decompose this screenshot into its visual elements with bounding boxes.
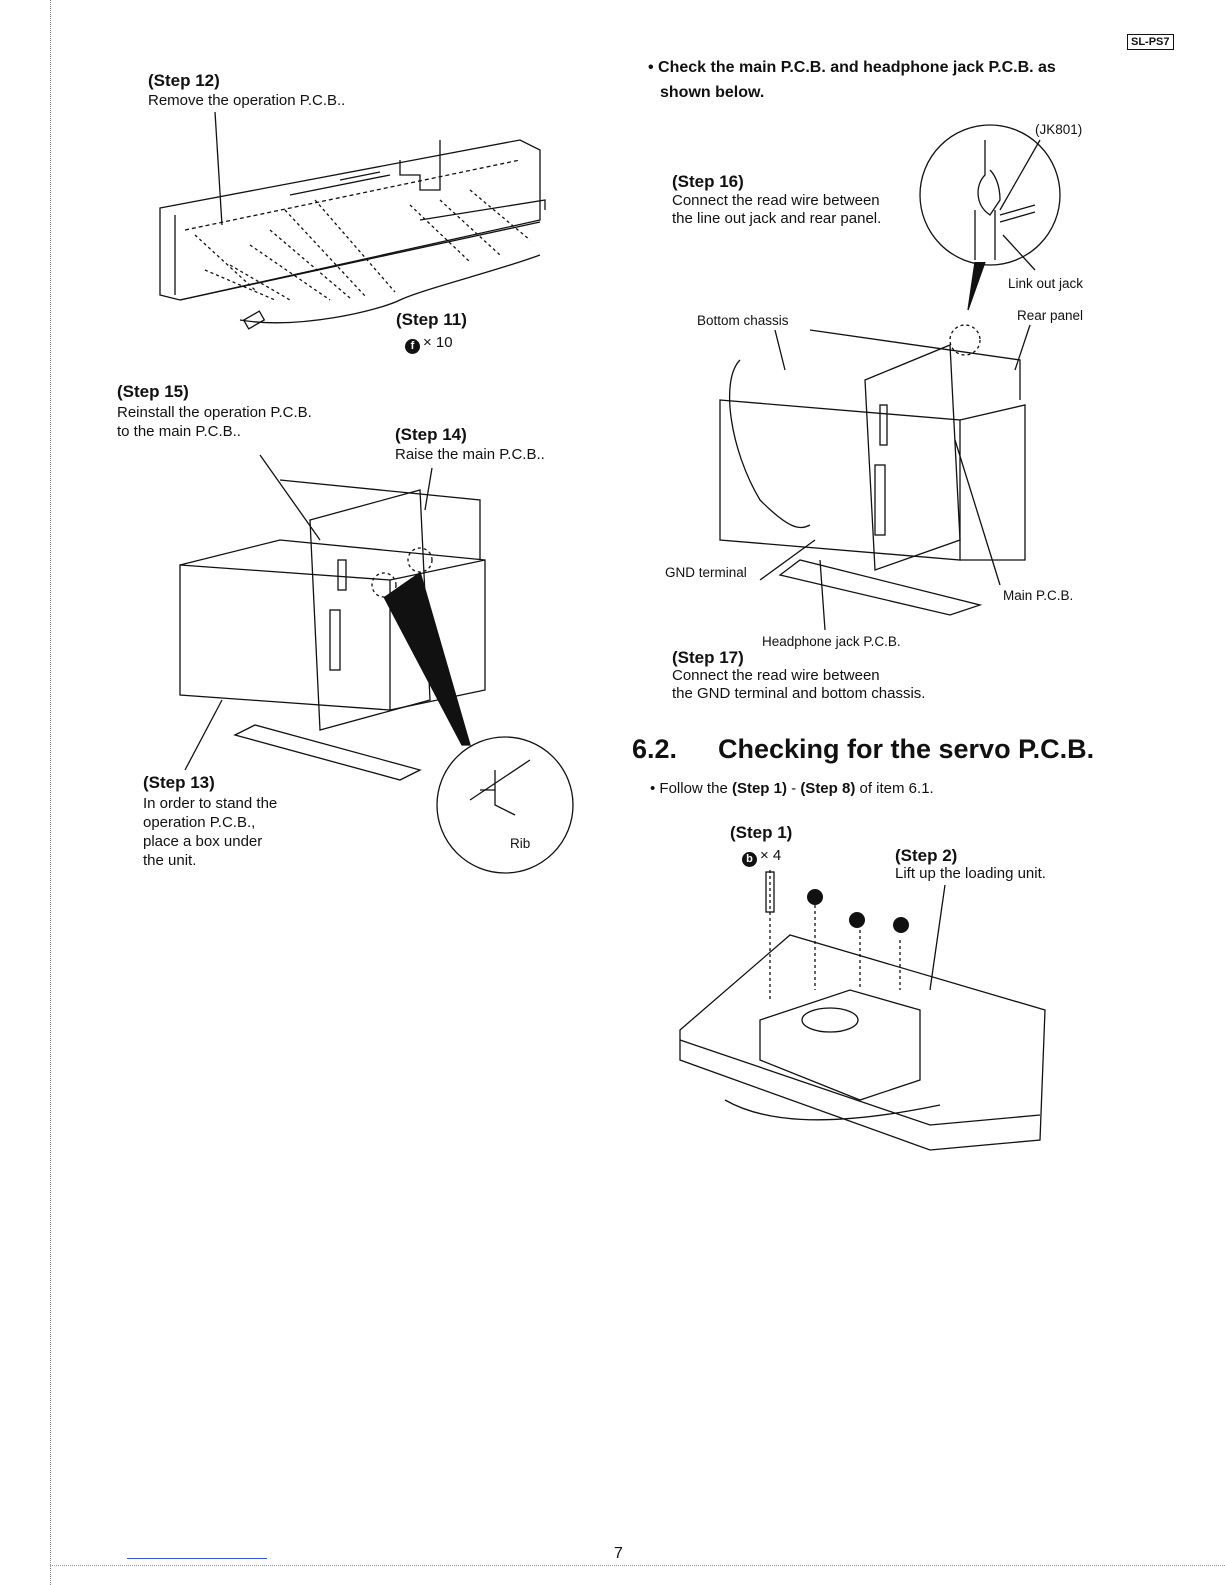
headphone-jack-pcb-label: Headphone jack P.C.B. [762,634,901,649]
step11-count: f× 10 [405,334,453,354]
screw-count: × 10 [423,334,453,351]
step15-line: to the main P.C.B.. [117,423,241,440]
step12-text: Remove the operation P.C.B.. [148,92,346,109]
intro-line: • Check the main P.C.B. and headphone ja… [648,59,1056,76]
step17-line: the GND terminal and bottom chassis. [672,685,926,702]
step1-count: b× 4 [742,847,781,867]
follow-post: of item 6.1. [855,780,934,797]
step13-title: (Step 13) [143,773,215,792]
step14-text: Raise the main P.C.B.. [395,446,545,463]
link-out-jack-label: Link out jack [1008,276,1084,291]
screw-f-icon: f [405,339,420,354]
rib-label: Rib [510,836,531,851]
step17-title: (Step 17) [672,648,744,667]
follow-pre: • Follow the [650,780,732,797]
section-title: Checking for the servo P.C.B. [718,734,1095,764]
screw-b-icon: b [742,852,757,867]
intro-line: shown below. [660,84,765,101]
follow-text: • Follow the (Step 1) - (Step 8) of item… [650,780,934,798]
step16-title: (Step 16) [672,172,744,191]
bottom-chassis-label: Bottom chassis [697,313,789,328]
bottom-link-line [127,1558,267,1559]
model-badge: SL-PS7 [1127,34,1174,50]
step12-title: (Step 12) [148,71,220,90]
step13-line: In order to stand the [143,795,278,812]
jk801-label: (JK801) [1035,122,1083,137]
main-unit-diagram-left [179,454,574,874]
follow-step-a: (Step 1) [731,780,787,797]
step11-title: (Step 11) [396,310,467,329]
step13-line: place a box under [143,833,263,850]
rear-panel-label: Rear panel [1017,308,1084,323]
step16-line: Connect the read wire between [672,192,880,209]
margin-line [50,0,51,1585]
step2-title: (Step 2) [895,846,958,865]
main-unit-diagram-right [719,124,1061,631]
follow-step-b: (Step 8) [800,780,856,797]
step15-title: (Step 15) [117,382,189,401]
loading-unit-diagram [679,870,1046,1151]
page-number: 7 [614,1545,623,1562]
follow-mid: - [786,780,801,797]
main-pcb-label: Main P.C.B. [1003,588,1074,603]
step13-line: the unit. [143,852,197,869]
section-number: 6.2. [632,734,678,764]
gnd-terminal-label: GND terminal [665,565,747,580]
step17-line: Connect the read wire between [672,667,880,684]
step13-line: operation P.C.B., [143,814,256,831]
bottom-border [50,1565,1225,1566]
step15-line: Reinstall the operation P.C.B. [117,404,312,421]
front-panel-diagram [159,111,546,330]
screw-count: × 4 [760,847,782,864]
step2-text: Lift up the loading unit. [895,865,1046,882]
step1-title: (Step 1) [730,823,793,842]
step16-line: the line out jack and rear panel. [672,210,882,227]
section-heading: 6.2. Checking for the servo P.C.B. [632,734,1094,765]
step14-title: (Step 14) [395,425,467,444]
